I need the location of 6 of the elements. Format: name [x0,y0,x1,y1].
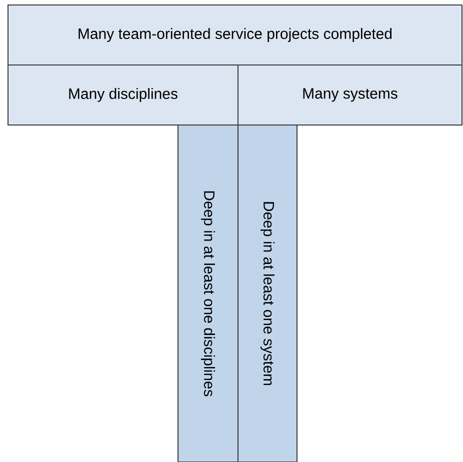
row-box: Many disciplines [8,64,238,126]
column-box: Deep in at least one disciplines [178,124,238,462]
column-box: Deep in at least one system [238,124,298,462]
node-label: Deep in at least one system [260,202,274,386]
node-label: Deep in at least one disciplines [201,191,215,396]
row-box: Many systems [238,64,462,126]
